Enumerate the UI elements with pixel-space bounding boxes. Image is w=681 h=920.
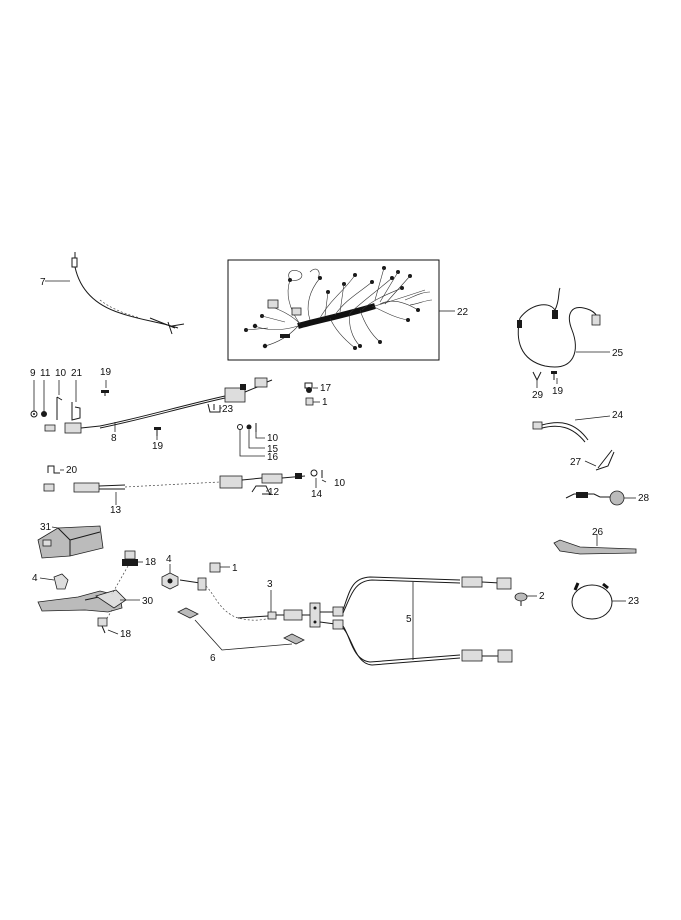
nut-4b-icon bbox=[161, 564, 179, 590]
cable-8-icon bbox=[44, 377, 273, 434]
cable-3-icon bbox=[179, 577, 321, 628]
cover-23b-icon bbox=[571, 582, 626, 620]
cover-31-icon bbox=[37, 525, 104, 559]
callout-23a: 23 bbox=[222, 404, 234, 415]
clip-29-icon bbox=[532, 371, 542, 388]
callout-12: 12 bbox=[268, 487, 280, 498]
wiring-harness-22-icon bbox=[227, 259, 455, 361]
washer-14-icon bbox=[310, 469, 327, 488]
callout-16: 16 bbox=[267, 452, 279, 463]
clip-12-icon bbox=[251, 485, 271, 495]
callout-5: 5 bbox=[406, 614, 412, 625]
clips-6-icon bbox=[177, 607, 305, 651]
callout-10b: 10 bbox=[267, 433, 279, 444]
hand-lever-30-icon bbox=[37, 565, 140, 621]
callout-10a: 10 bbox=[55, 368, 67, 379]
cable-25-icon bbox=[517, 287, 610, 368]
callout-19c: 19 bbox=[552, 386, 564, 397]
callout-1a: 1 bbox=[322, 397, 328, 408]
callout-2: 2 bbox=[539, 591, 545, 602]
bolt-19b-icon bbox=[154, 427, 161, 440]
callout-18b: 18 bbox=[120, 629, 132, 640]
bolt-19c-icon bbox=[551, 371, 558, 384]
callout-14: 14 bbox=[311, 489, 323, 500]
callout-13: 13 bbox=[110, 505, 122, 516]
grommet-2-icon bbox=[514, 592, 537, 606]
callout-15: 15 bbox=[267, 444, 279, 455]
callout-1b: 1 bbox=[232, 563, 238, 574]
callout-11: 11 bbox=[40, 368, 51, 379]
nut-4a-icon bbox=[39, 573, 69, 590]
callout-8: 8 bbox=[111, 433, 117, 444]
callout-17: 17 bbox=[320, 383, 332, 394]
callout-19a: 19 bbox=[100, 367, 112, 378]
nut-11-icon bbox=[41, 411, 47, 417]
bolt-18b-icon bbox=[97, 617, 119, 635]
washer-15-icon bbox=[237, 423, 265, 457]
callout-24: 24 bbox=[612, 410, 624, 421]
callout-31: 31 bbox=[40, 522, 52, 533]
callout-18a: 18 bbox=[145, 557, 157, 568]
callout-4a: 4 bbox=[32, 573, 38, 584]
nut-17-icon bbox=[304, 382, 318, 393]
callout-3: 3 bbox=[267, 579, 273, 590]
clip-21-icon bbox=[71, 402, 81, 421]
bolt-19a-icon bbox=[101, 380, 109, 396]
callout-30: 30 bbox=[142, 596, 154, 607]
callout-6: 6 bbox=[210, 653, 216, 664]
bracket-27-icon bbox=[584, 449, 615, 471]
bolt-1b-icon bbox=[209, 562, 230, 573]
cable-24-icon bbox=[532, 415, 611, 443]
callout-22: 22 bbox=[457, 307, 469, 318]
connector-28-icon bbox=[565, 490, 636, 506]
pin-10-icon bbox=[56, 396, 63, 420]
callout-10c: 10 bbox=[334, 478, 346, 489]
callout-9: 9 bbox=[30, 368, 36, 379]
callout-27: 27 bbox=[570, 457, 582, 468]
callout-28: 28 bbox=[638, 493, 650, 504]
bolt-1a-icon bbox=[305, 397, 320, 406]
cable-5-icon bbox=[319, 576, 513, 666]
callout-26: 26 bbox=[592, 527, 604, 538]
callout-21: 21 bbox=[71, 368, 83, 379]
callout-23b: 23 bbox=[628, 596, 640, 607]
callout-25: 25 bbox=[612, 348, 624, 359]
cable-13-icon bbox=[43, 473, 306, 505]
callout-20: 20 bbox=[66, 465, 78, 476]
callout-7: 7 bbox=[40, 277, 46, 288]
callout-4b: 4 bbox=[166, 554, 172, 565]
callout-29: 29 bbox=[532, 390, 544, 401]
washer-9-icon bbox=[30, 410, 38, 418]
strap-26-icon bbox=[553, 534, 637, 555]
callout-19b: 19 bbox=[152, 441, 164, 452]
clip-23a-icon bbox=[207, 403, 222, 413]
cable-7-icon bbox=[45, 252, 185, 335]
clip-20-icon bbox=[47, 465, 64, 474]
bolt-18a-icon bbox=[122, 550, 143, 566]
